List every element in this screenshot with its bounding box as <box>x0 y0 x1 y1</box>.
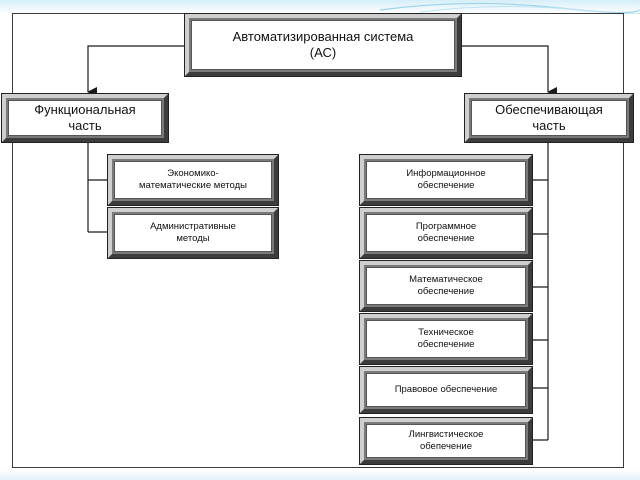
right-item-technical-support: Техническое обеспечение <box>359 313 533 365</box>
supporting-line-2: часть <box>532 118 566 133</box>
left-bracket <box>87 140 110 233</box>
item-line-1: Математическое <box>409 274 483 285</box>
right-item-linguistic-support: Лингвистическое обепечение <box>359 417 533 465</box>
item-line-1: Информационное <box>406 168 486 179</box>
item-line-1: Лингвистическое <box>408 429 484 440</box>
item-line-2: обеспечение <box>417 286 475 297</box>
item-line-2: обеспечение <box>417 233 475 244</box>
right-item-legal-support: Правовое обеспечение <box>359 366 533 414</box>
right-item-information-support: Информационное обеспечение <box>359 154 533 206</box>
item-line-2: обеспечение <box>417 339 475 350</box>
item-line-1: Программное <box>415 221 477 232</box>
item-line-2: обеспечение <box>417 180 475 191</box>
right-item-software-support: Программное обеспечение <box>359 207 533 259</box>
item-line-2: методы <box>176 233 210 244</box>
left-item-administrative-methods: Административные методы <box>107 207 279 259</box>
item-line-1: Техническое <box>418 327 474 338</box>
supporting-line-1: Обеспечивающая <box>495 102 603 117</box>
top-decoration <box>0 0 640 14</box>
item-line-1: Правовое обеспечение <box>394 384 498 395</box>
functional-line-2: часть <box>68 118 102 133</box>
item-line-1: Экономико- <box>167 168 219 179</box>
functional-line-1: Функциональная <box>34 102 136 117</box>
item-line-2: математические методы <box>139 180 247 191</box>
item-line-1: Административные <box>150 221 236 232</box>
root-to-right-arrow <box>460 45 557 97</box>
supporting-part-node: Обеспечивающая часть <box>464 93 634 143</box>
right-ticks <box>530 179 548 441</box>
wave-decoration <box>379 2 640 14</box>
bottom-decoration <box>0 470 640 480</box>
root-node: Автоматизированная система (АС) <box>184 13 462 77</box>
item-line-2: обепечение <box>419 441 473 452</box>
left-item-economic-methods: Экономико- математические методы <box>107 154 279 206</box>
functional-part-node: Функциональная часть <box>1 93 169 143</box>
root-to-left-arrow <box>87 45 190 97</box>
root-line-1: Автоматизированная система <box>232 29 414 44</box>
root-line-2: (АС) <box>309 45 337 60</box>
right-item-math-support: Математическое обеспечение <box>359 260 533 312</box>
